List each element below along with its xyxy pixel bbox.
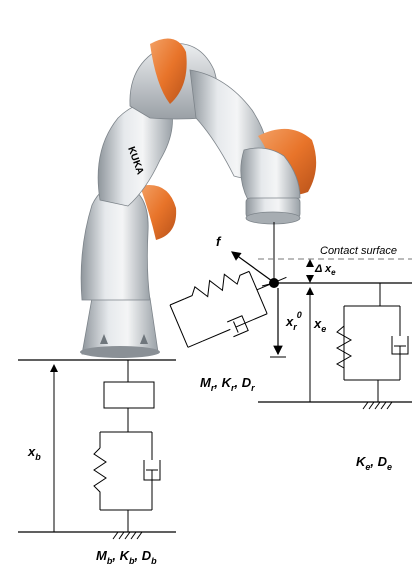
spring-icon [93, 447, 107, 510]
xe-label: xe [313, 316, 326, 334]
robot-params-label: Mr, Kr, Dr [200, 375, 255, 393]
force-arrow [231, 251, 273, 282]
environment-impedance-element [335, 283, 409, 402]
robot-arm-icon [80, 38, 317, 358]
delta-xe-label: Δ xe [314, 263, 336, 277]
spring-icon [184, 270, 250, 300]
contact-surface-label: Contact surface [320, 245, 397, 257]
spring-icon [335, 318, 353, 380]
xr0-label: xr0 [285, 310, 302, 332]
base-mass-block [103, 381, 155, 409]
impedance-to-contact-line [261, 282, 275, 287]
damper-icon [226, 313, 268, 338]
base-impedance-element [93, 360, 161, 532]
base-params-label: Mb, Kb, Db [96, 548, 157, 566]
ground-icon [362, 401, 393, 410]
xb-label: xb [27, 444, 41, 462]
force-label: f [216, 234, 222, 249]
environment-params-label: Ke, De [356, 454, 392, 472]
damper-icon [143, 460, 161, 510]
ground-icon [112, 531, 143, 540]
robot-impedance-element [169, 270, 287, 348]
damper-icon [391, 336, 409, 380]
